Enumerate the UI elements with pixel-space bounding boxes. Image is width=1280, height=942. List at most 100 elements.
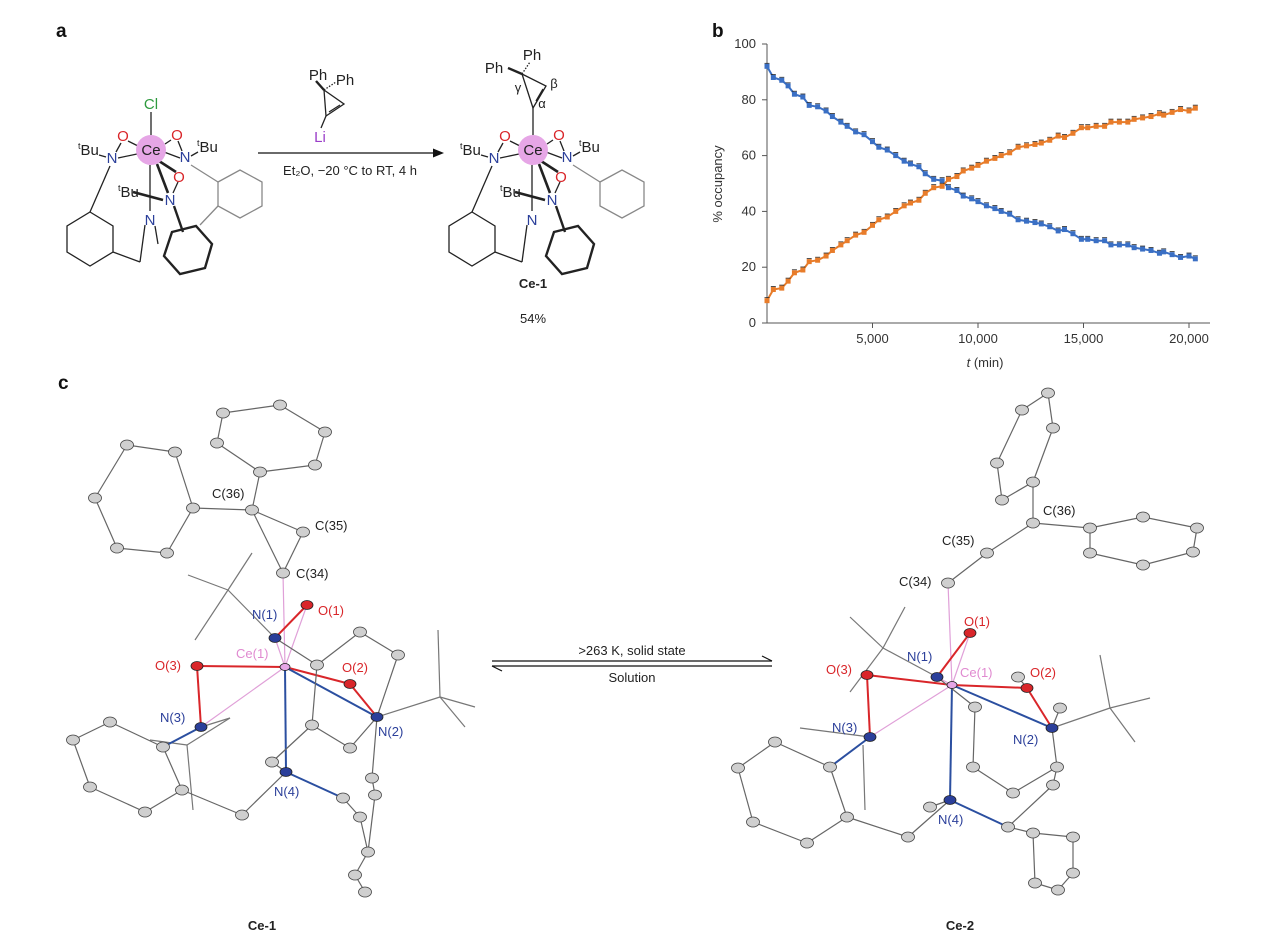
data-point	[770, 287, 776, 293]
carbon-atom	[1186, 546, 1200, 558]
carbon-atom	[168, 446, 182, 458]
bond	[359, 631, 399, 656]
benzene-ring	[162, 224, 214, 276]
data-point	[844, 123, 850, 129]
label-n3: N(3)	[160, 710, 185, 725]
data-point	[1192, 105, 1198, 111]
carbon-atom	[1006, 787, 1020, 799]
bond	[497, 142, 504, 153]
bond	[311, 664, 318, 726]
product-complex	[448, 61, 645, 276]
x-axis-label: t (min)	[967, 355, 1004, 370]
data-point	[922, 190, 928, 196]
bond	[509, 140, 521, 147]
label-o3: O(3)	[826, 662, 852, 677]
carbon-atom	[1083, 522, 1097, 534]
carbon-atom	[1026, 827, 1040, 839]
bond	[177, 140, 183, 152]
carbon-atom	[980, 547, 994, 559]
oxygen-atom	[190, 661, 204, 671]
data-point	[1108, 119, 1114, 125]
data-point	[1007, 150, 1013, 156]
bond	[986, 522, 1034, 554]
carbon-atom	[305, 719, 319, 731]
bond	[274, 637, 318, 666]
nitrogen-atom	[863, 732, 877, 742]
data-point	[1024, 143, 1030, 149]
data-point	[1062, 134, 1068, 140]
nitrogen-atom	[370, 712, 384, 722]
data-point	[907, 161, 913, 167]
label-n3: N(3)	[832, 720, 857, 735]
bond	[158, 159, 177, 174]
bond	[72, 721, 111, 741]
oxygen-atom	[300, 600, 314, 610]
bond	[972, 766, 1014, 794]
tbu-bond	[439, 696, 466, 728]
tbu-bond	[376, 696, 441, 718]
carbon-atom	[901, 831, 915, 843]
bond	[98, 154, 107, 158]
data-point	[1192, 256, 1198, 262]
data-point	[1125, 119, 1131, 125]
label-o2: O(2)	[342, 660, 368, 675]
bond	[947, 552, 988, 584]
carbon-atom	[746, 816, 760, 828]
bond	[284, 666, 351, 685]
data-point	[1055, 133, 1061, 139]
carbon-atom	[1026, 476, 1040, 488]
carbon-atom	[1001, 821, 1015, 833]
label-o1: O(1)	[964, 614, 990, 629]
tbu-bond	[1109, 707, 1136, 743]
bond	[154, 225, 159, 245]
data-point	[939, 183, 945, 189]
bond	[192, 507, 253, 511]
data-point	[1148, 247, 1154, 253]
carbon-atom	[995, 494, 1009, 506]
bond	[521, 61, 531, 75]
data-point	[876, 217, 882, 223]
bond	[367, 794, 376, 853]
data-point	[1078, 236, 1084, 242]
cyclopropene-ring	[323, 88, 346, 118]
data-point	[1007, 211, 1013, 217]
nitrogen-atom	[268, 633, 282, 643]
data-point	[1161, 249, 1167, 255]
bond	[164, 139, 172, 145]
bond	[996, 462, 1003, 501]
tbu-label: tBu	[118, 183, 139, 201]
bond	[200, 666, 286, 728]
bond	[1032, 427, 1054, 483]
bond	[314, 431, 326, 466]
series-orange	[764, 104, 1198, 304]
label-c36: C(36)	[212, 486, 245, 501]
benzene-ring	[599, 169, 645, 219]
data-point	[992, 206, 998, 212]
bond	[199, 205, 219, 226]
data-point	[800, 267, 806, 273]
atom-o: O	[555, 169, 567, 186]
data-point	[1032, 220, 1038, 226]
atom-n: N	[145, 212, 156, 229]
carbon-atom	[923, 801, 937, 813]
ce-2-name: Ce-2	[946, 918, 974, 933]
alpha-label: α	[538, 96, 546, 111]
tbu-bond	[799, 727, 871, 738]
bond	[514, 190, 546, 202]
bond	[545, 151, 563, 159]
bond	[471, 165, 493, 213]
label-n1: N(1)	[252, 607, 277, 622]
bond	[494, 251, 523, 263]
benzene-ring	[448, 211, 496, 267]
bond	[166, 507, 194, 554]
data-point	[1024, 218, 1030, 224]
bond	[284, 666, 287, 773]
data-point	[1140, 246, 1146, 252]
data-point	[861, 132, 867, 138]
carbon-atom	[361, 846, 375, 858]
bond	[174, 451, 194, 509]
bond	[537, 163, 552, 194]
bond	[951, 632, 971, 686]
data-point	[785, 278, 791, 284]
bond	[752, 821, 808, 844]
